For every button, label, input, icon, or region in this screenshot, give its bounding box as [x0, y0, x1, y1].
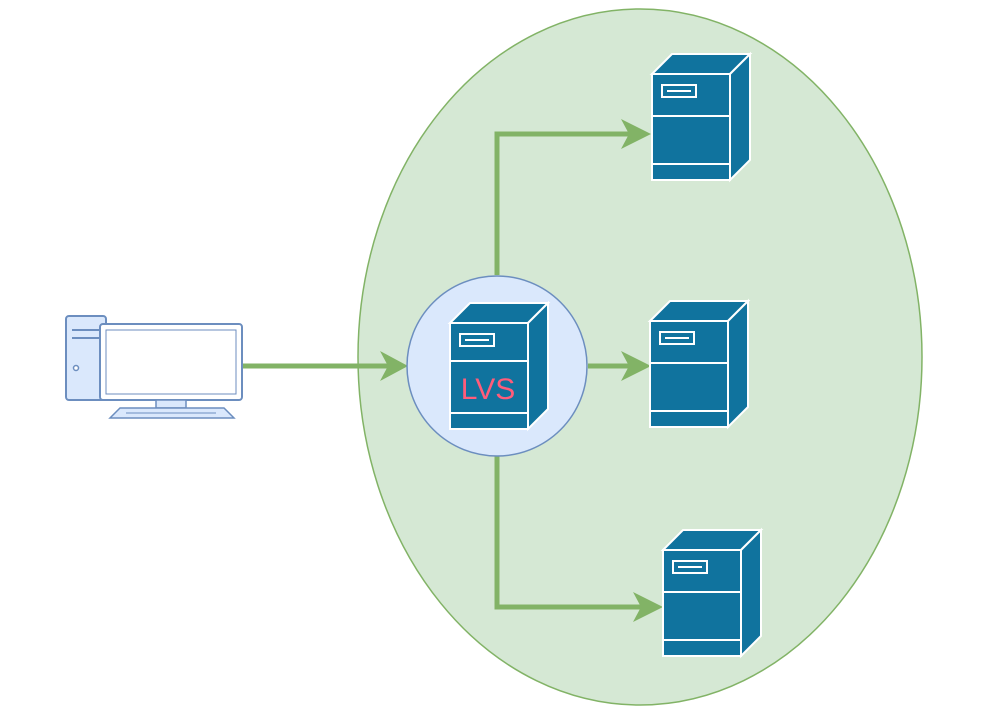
- desktop-computer-icon[interactable]: [65, 315, 243, 419]
- lvs-server-icon[interactable]: LVS: [447, 300, 551, 432]
- arrowhead-client-to-lvs: [380, 351, 408, 381]
- backend-server-1-icon[interactable]: [649, 51, 753, 183]
- edges: [243, 119, 663, 622]
- backend-server-3-icon[interactable]: [660, 527, 764, 659]
- backend-server-2-icon[interactable]: [647, 298, 751, 430]
- arrowhead-lvs-to-backend-1: [621, 119, 651, 149]
- edge-lvs-to-backend-1: [494, 131, 630, 275]
- edge-lvs-to-backend-3: [494, 455, 642, 610]
- arrowhead-lvs-to-backend-3: [633, 592, 663, 622]
- arrowhead-lvs-to-backend-2: [621, 351, 651, 381]
- lvs-label: LVS: [461, 373, 515, 406]
